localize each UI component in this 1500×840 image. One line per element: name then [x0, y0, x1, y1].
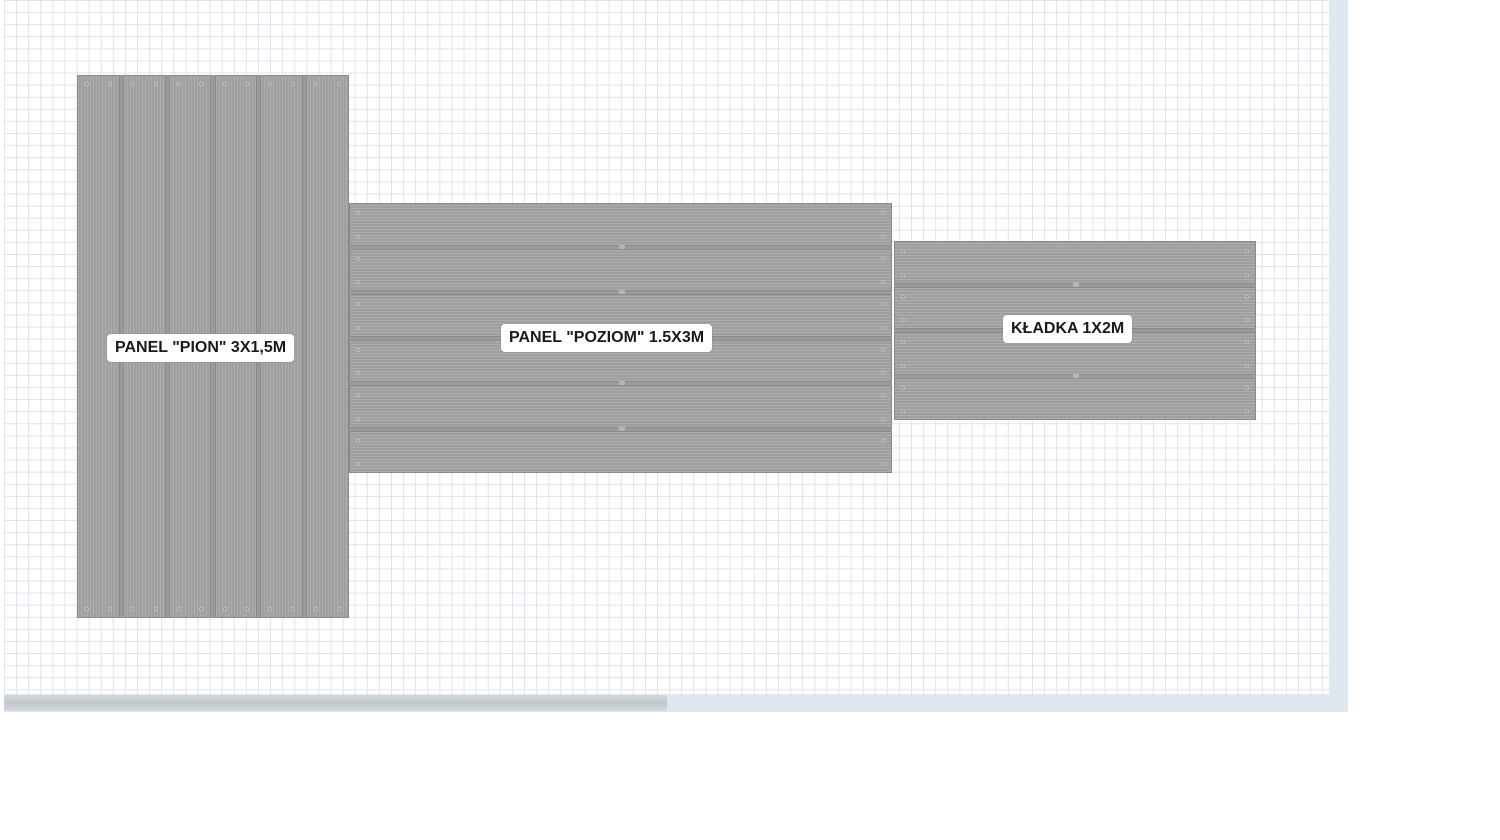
label-panel-poziom: PANEL "POZIOM" 1.5X3M — [501, 324, 713, 352]
screw-icon — [356, 416, 360, 421]
diagram-canvas[interactable]: PANEL "PION" 3X1,5M PANEL "POZIOM" 1.5X3… — [4, 0, 1329, 694]
board — [894, 377, 1256, 420]
screw-icon — [176, 607, 181, 611]
board-joint — [1073, 282, 1079, 290]
screw-icon — [356, 325, 360, 330]
screw-icon — [268, 82, 273, 86]
screw-icon — [356, 256, 360, 261]
screw-icon — [85, 82, 89, 86]
screw-icon — [1245, 409, 1249, 413]
screw-icon — [881, 416, 885, 421]
screw-icon — [881, 256, 885, 261]
screw-icon — [336, 607, 341, 611]
screw-icon — [901, 318, 905, 322]
screw-icon — [199, 607, 204, 611]
screw-icon — [1245, 249, 1249, 253]
screw-icon — [85, 607, 89, 611]
screw-icon — [291, 607, 296, 611]
screw-icon — [901, 363, 905, 368]
screw-icon — [881, 393, 885, 397]
horizontal-scroll-thumb[interactable] — [4, 695, 667, 711]
screw-icon — [356, 280, 360, 284]
vertical-scrollbar[interactable] — [1329, 0, 1348, 712]
screw-icon — [901, 272, 905, 277]
board — [349, 385, 892, 434]
screw-icon — [1245, 318, 1249, 322]
screw-icon — [356, 302, 360, 306]
screw-icon — [881, 462, 885, 466]
screw-icon — [199, 82, 204, 86]
screw-icon — [1245, 272, 1249, 277]
screw-icon — [901, 340, 905, 344]
screw-icon — [881, 347, 885, 352]
screw-icon — [107, 82, 112, 86]
screw-icon — [356, 438, 360, 443]
panel-poziom[interactable] — [349, 203, 892, 473]
screw-icon — [222, 82, 227, 86]
screw-icon — [901, 409, 905, 413]
screw-icon — [881, 280, 885, 284]
board-joint — [618, 381, 625, 388]
board-joint — [618, 426, 625, 434]
screw-icon — [245, 82, 250, 86]
screw-icon — [245, 607, 250, 611]
screw-icon — [901, 249, 905, 253]
screw-icon — [881, 302, 885, 306]
label-kladka: KŁADKA 1X2M — [1003, 315, 1133, 343]
label-panel-pion: PANEL "PION" 3X1,5M — [107, 334, 295, 362]
screw-icon — [356, 371, 360, 375]
board-joint — [618, 290, 625, 297]
screw-icon — [314, 607, 319, 611]
board — [349, 430, 892, 473]
screw-icon — [901, 385, 905, 390]
screw-icon — [107, 607, 112, 611]
screw-icon — [336, 82, 341, 86]
screw-icon — [1245, 340, 1249, 344]
board-joint — [618, 244, 625, 252]
screw-icon — [1245, 385, 1249, 390]
screw-icon — [356, 347, 360, 352]
screw-icon — [356, 462, 360, 466]
board — [894, 286, 1256, 335]
screw-icon — [314, 82, 319, 86]
panel-kladka[interactable] — [894, 241, 1256, 420]
screw-icon — [881, 325, 885, 330]
board — [894, 241, 1256, 290]
screw-icon — [291, 82, 296, 86]
screw-icon — [222, 607, 227, 611]
screw-icon — [881, 234, 885, 239]
screw-icon — [356, 234, 360, 239]
screw-icon — [153, 607, 158, 611]
screw-icon — [1245, 363, 1249, 368]
horizontal-scrollbar[interactable] — [4, 694, 1329, 712]
screw-icon — [268, 607, 273, 611]
screw-icon — [356, 211, 360, 215]
screw-icon — [901, 294, 905, 299]
board — [349, 203, 892, 252]
screw-icon — [130, 607, 135, 611]
board — [349, 248, 892, 297]
screw-icon — [356, 393, 360, 397]
screw-icon — [881, 438, 885, 443]
board-joint — [1073, 373, 1079, 381]
screw-icon — [130, 82, 135, 86]
board — [306, 75, 349, 618]
screw-icon — [153, 82, 158, 86]
screw-icon — [881, 211, 885, 215]
screw-icon — [881, 371, 885, 375]
screw-icon — [176, 82, 181, 86]
screw-icon — [1245, 294, 1249, 299]
